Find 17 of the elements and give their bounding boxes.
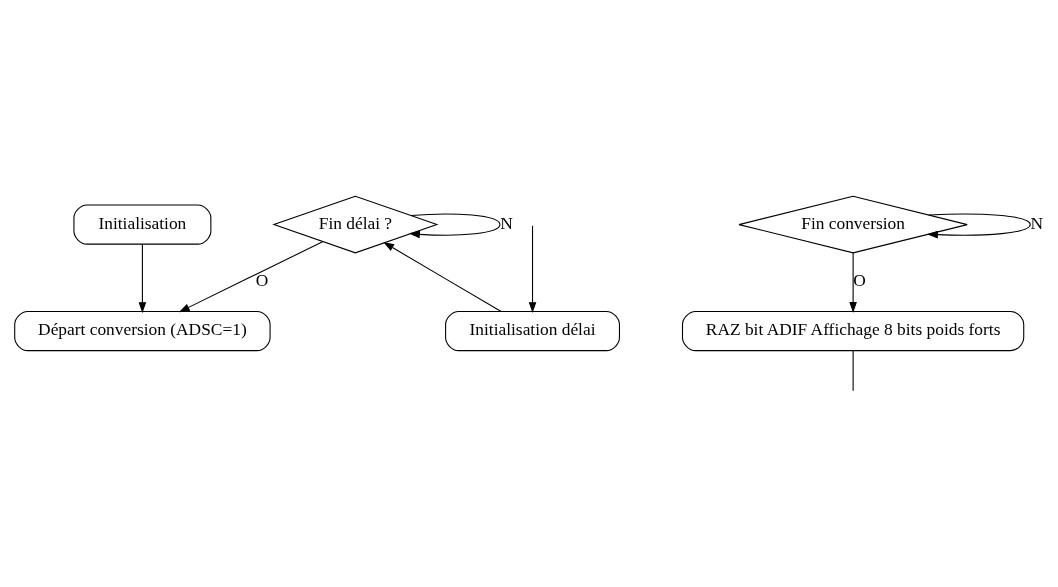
connector: [852, 349, 854, 391]
node-box: Initialisation délai: [445, 310, 620, 351]
edge-label: N: [500, 213, 513, 233]
node-box: Initialisation: [73, 204, 212, 245]
arrow: [528, 224, 537, 313]
edge-label: O: [853, 270, 866, 290]
node-box: RAZ bit ADIF Affichage 8 bits poids forts: [681, 310, 1025, 351]
node-box: Départ conversion (ADSC=1): [14, 310, 271, 351]
arrow: [383, 241, 502, 312]
arrow: [178, 240, 324, 312]
edge-label: O: [255, 270, 269, 290]
arrow: [849, 252, 857, 313]
arrow: [927, 212, 1031, 238]
arrow: [409, 212, 501, 238]
arrow: [138, 243, 147, 313]
edge-label: N: [1030, 213, 1044, 233]
node-diamond: Fin conversion: [738, 195, 968, 253]
